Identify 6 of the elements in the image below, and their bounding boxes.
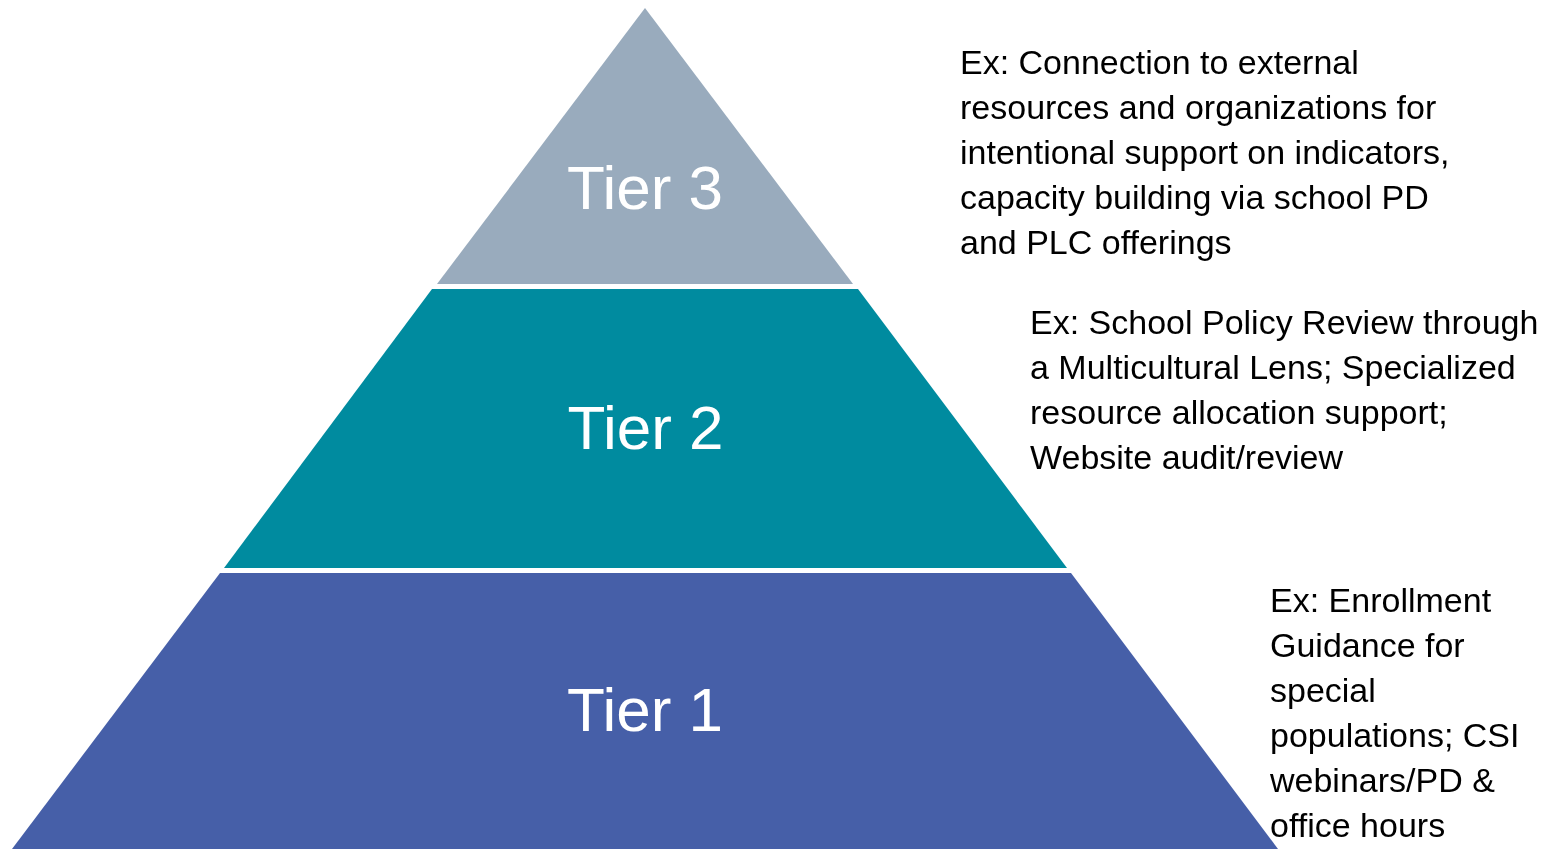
tier-description: Ex: Connection to external resources and organizations for intentional support on indicators, capacity building via school PD and PLC offerings	[960, 42, 1451, 263]
pyramid-top-triangle	[437, 8, 853, 284]
tier-description: Ex: Enrollment Guidance for special populations; CSI webinars/PD & office hours	[1270, 580, 1521, 846]
tier-label: Tier 3	[565, 153, 725, 223]
tier-label: Tier 1	[565, 675, 725, 745]
tier-description: Ex: School Policy Review through a Multicultural Lens; Specialized resource allocation support; Website audit/review	[1030, 302, 1540, 478]
